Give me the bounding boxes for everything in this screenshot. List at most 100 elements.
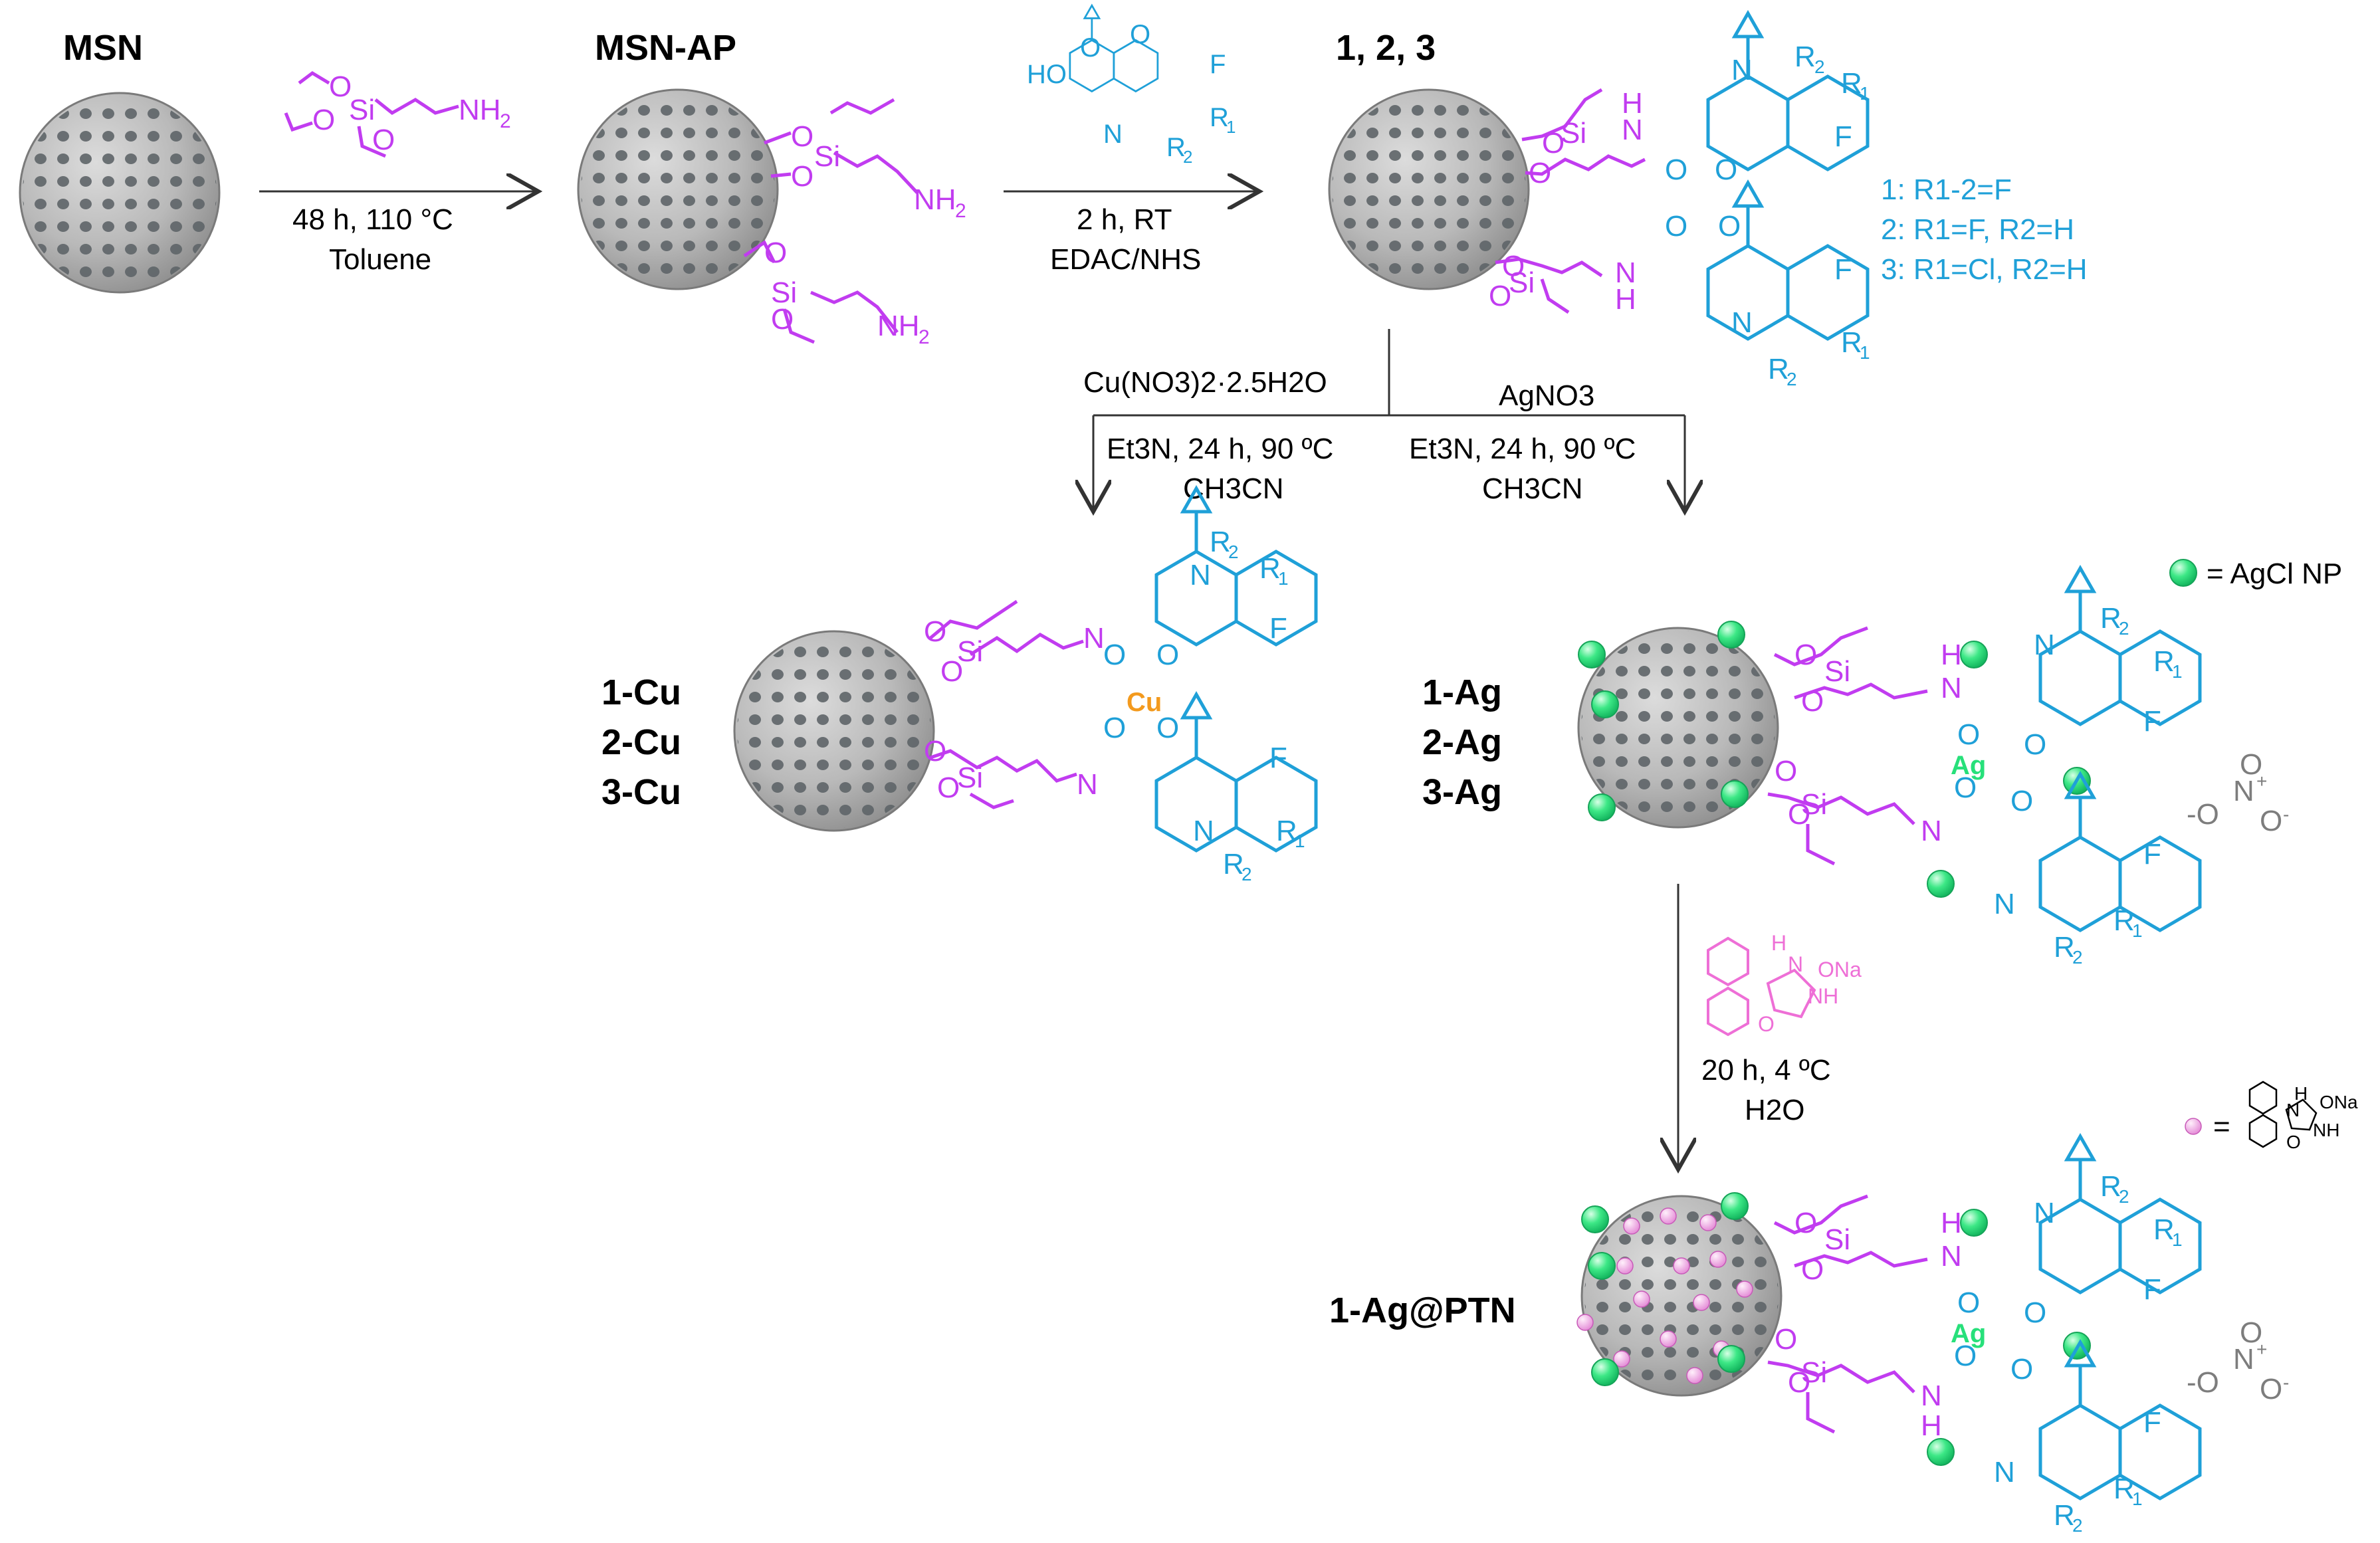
label-3-ag: 3-Ag: [1422, 772, 1502, 812]
svg-text:O: O: [1502, 250, 1525, 282]
svg-text:F: F: [1269, 742, 1287, 774]
label-1-ag-ptn: 1-Ag@PTN: [1329, 1290, 1516, 1330]
ptn-linkers: [1767, 1194, 1928, 1434]
svg-text:Si: Si: [957, 635, 983, 668]
svg-text:H: H: [1941, 1207, 1962, 1239]
svg-text:N: N: [1994, 888, 2015, 920]
label-msn-ap: MSN-AP: [595, 28, 736, 68]
svg-text:HO: HO: [1027, 60, 1067, 89]
svg-text:O: O: [771, 303, 794, 336]
svg-text:ONa: ONa: [2320, 1092, 2358, 1112]
product-linkers: [1495, 88, 1646, 314]
ag-quinolone-top: [2040, 568, 2200, 724]
svg-text:2: 2: [1228, 542, 1239, 562]
svg-text:O: O: [1665, 154, 1687, 186]
svg-text:Si: Si: [1824, 1223, 1850, 1256]
svg-text:R: R: [1210, 103, 1229, 132]
svg-text:R: R: [2100, 1170, 2121, 1203]
legend-ptn: = H N ONa NH O: [2185, 1080, 2358, 1152]
svg-text:O: O: [791, 160, 813, 193]
svg-text:R: R: [1276, 815, 1297, 847]
svg-text:O: O: [1529, 157, 1551, 189]
svg-text:1: 1: [2132, 1489, 2143, 1509]
substituent-3: 3: R1=Cl, R2=H: [1881, 253, 2088, 286]
cond-cu-solvent: CH3CN: [1183, 472, 1284, 505]
svg-text:O: O: [1957, 1286, 1980, 1319]
svg-text:H: H: [2294, 1083, 2308, 1104]
svg-text:R: R: [2054, 931, 2075, 964]
label-2-cu: 2-Cu: [601, 722, 681, 762]
label-msn: MSN: [63, 28, 143, 68]
svg-text:O: O: [1758, 1012, 1775, 1036]
svg-text:F: F: [1269, 612, 1287, 645]
label-2-ag: 2-Ag: [1422, 722, 1502, 762]
svg-text:NH: NH: [914, 183, 956, 216]
svg-text:O: O: [1489, 280, 1511, 312]
label-products: 1, 2, 3: [1336, 28, 1436, 68]
svg-text:Si: Si: [814, 140, 840, 173]
cond-cu-reagent: Cu(NO3)2·2.5H2O: [1083, 366, 1327, 399]
svg-text:1: 1: [1860, 83, 1870, 104]
aptes-reagent: [284, 70, 459, 158]
svg-text:O: O: [1718, 210, 1741, 243]
svg-text:2: 2: [1814, 56, 1825, 77]
svg-text:2: 2: [500, 110, 511, 132]
legend-agcl: = AgCl NP: [2169, 558, 2342, 590]
svg-text:NH: NH: [459, 94, 501, 126]
msn-ap-sphere: [577, 88, 779, 290]
svg-text:O: O: [1542, 127, 1565, 159]
svg-text:O: O: [924, 615, 946, 648]
svg-text:O: O: [2240, 748, 2262, 781]
svg-text:H: H: [1615, 283, 1636, 316]
svg-text:O: O: [312, 104, 335, 136]
svg-text:R: R: [2054, 1499, 2075, 1532]
svg-text:R: R: [1210, 526, 1231, 558]
svg-text:N: N: [1788, 952, 1803, 976]
svg-text:2: 2: [2072, 1515, 2083, 1536]
nitrate-ion-2: -O N + O O -: [2187, 1316, 2289, 1405]
svg-text:O: O: [1801, 685, 1824, 718]
substituent-1: 1: R1-2=F: [1881, 173, 2012, 206]
ag-ion: Ag: [1951, 751, 1986, 780]
ptn-ag-ion: Ag: [1951, 1319, 1986, 1348]
svg-text:R: R: [2100, 602, 2121, 635]
svg-text:N: N: [1103, 120, 1123, 149]
label-3-cu: 3-Cu: [601, 772, 681, 812]
svg-text:O: O: [1715, 154, 1737, 186]
svg-text:N: N: [1941, 1240, 1962, 1273]
svg-text:N: N: [1994, 1456, 2015, 1489]
svg-text:R: R: [1166, 133, 1186, 162]
svg-text:R: R: [1768, 353, 1789, 385]
nitrate-ion-1: -O N + O O -: [2187, 748, 2289, 837]
cond-cu-cond: Et3N, 24 h, 90 ºC: [1107, 433, 1333, 465]
svg-text:NH: NH: [2313, 1120, 2339, 1140]
cond-ag-solvent: CH3CN: [1482, 472, 1583, 505]
svg-text:N: N: [1077, 768, 1098, 801]
svg-text:N: N: [2034, 629, 2055, 661]
cond-ag-cond: Et3N, 24 h, 90 ºC: [1409, 433, 1636, 465]
svg-text:H: H: [1941, 639, 1962, 671]
svg-text:R: R: [1794, 41, 1816, 73]
svg-text:N: N: [1731, 54, 1753, 86]
svg-text:N: N: [1190, 559, 1211, 591]
svg-text:O: O: [924, 735, 946, 768]
svg-text:O: O: [1156, 712, 1179, 744]
svg-text:1: 1: [2132, 920, 2143, 941]
svg-text:F: F: [1834, 120, 1852, 153]
svg-text:Si: Si: [1801, 788, 1827, 821]
svg-text:O: O: [1957, 718, 1980, 751]
svg-text:2: 2: [2119, 618, 2129, 639]
svg-text:R: R: [2153, 645, 2175, 678]
svg-text:R: R: [2113, 904, 2135, 937]
svg-text:O: O: [1788, 798, 1810, 831]
substituent-2: 2: R1=F, R2=H: [1881, 213, 2074, 246]
svg-text:O: O: [1794, 1207, 1817, 1239]
svg-text:R: R: [1841, 326, 1862, 359]
svg-text:N: N: [1615, 257, 1636, 289]
svg-text:N: N: [1731, 306, 1753, 339]
svg-text:O: O: [1954, 772, 1977, 804]
svg-text:N: N: [1921, 1380, 1942, 1412]
cu-linkers: [929, 599, 1084, 809]
cond-ptn-a: 20 h, 4 ºC: [1701, 1054, 1831, 1086]
svg-text:Si: Si: [1824, 655, 1850, 688]
